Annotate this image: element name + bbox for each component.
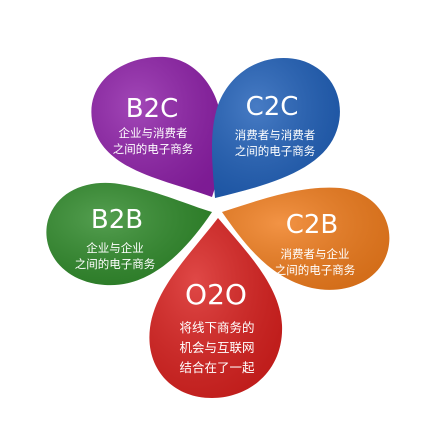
- petal-o2o-line-1: 将线下商务的: [179, 320, 254, 335]
- petal-b2c-line-1: 企业与消费者: [119, 126, 188, 140]
- petal-b2b-line-1: 企业与企业: [86, 241, 144, 255]
- petal-b2c: B2C 企业与消费者 之间的电子商务: [91, 56, 222, 197]
- petal-o2o-line-3: 结合在了一起: [179, 360, 255, 375]
- petal-b2b-line-2: 之间的电子商务: [75, 257, 156, 271]
- petal-o2o-code: O2O: [185, 278, 247, 311]
- petal-c2c-line-2: 之间的电子商务: [235, 144, 316, 158]
- petal-b2b: B2B 企业与企业 之间的电子商务: [46, 182, 213, 286]
- center-dot: [210, 199, 222, 211]
- petal-b2c-line-2: 之间的电子商务: [113, 142, 194, 156]
- petal-o2o: O2O 将线下商务的 机会与互联网 结合在了一起: [149, 218, 283, 398]
- petal-b2b-code: B2B: [91, 205, 143, 235]
- petal-c2b-line-1: 消费者与企业: [281, 247, 350, 261]
- petal-o2o-line-2: 机会与互联网: [179, 340, 254, 355]
- petal-c2c: C2C 消费者与消费者 之间的电子商务: [211, 57, 340, 198]
- petal-c2b-line-2: 之间的电子商务: [275, 263, 356, 277]
- petal-c2b: C2B 消费者与企业 之间的电子商务: [222, 187, 390, 290]
- petal-c2c-line-1: 消费者与消费者: [235, 128, 316, 142]
- petal-c2c-code: C2C: [246, 92, 299, 122]
- petal-c2b-code: C2B: [286, 210, 339, 240]
- petal-b2c-code: B2C: [126, 94, 179, 124]
